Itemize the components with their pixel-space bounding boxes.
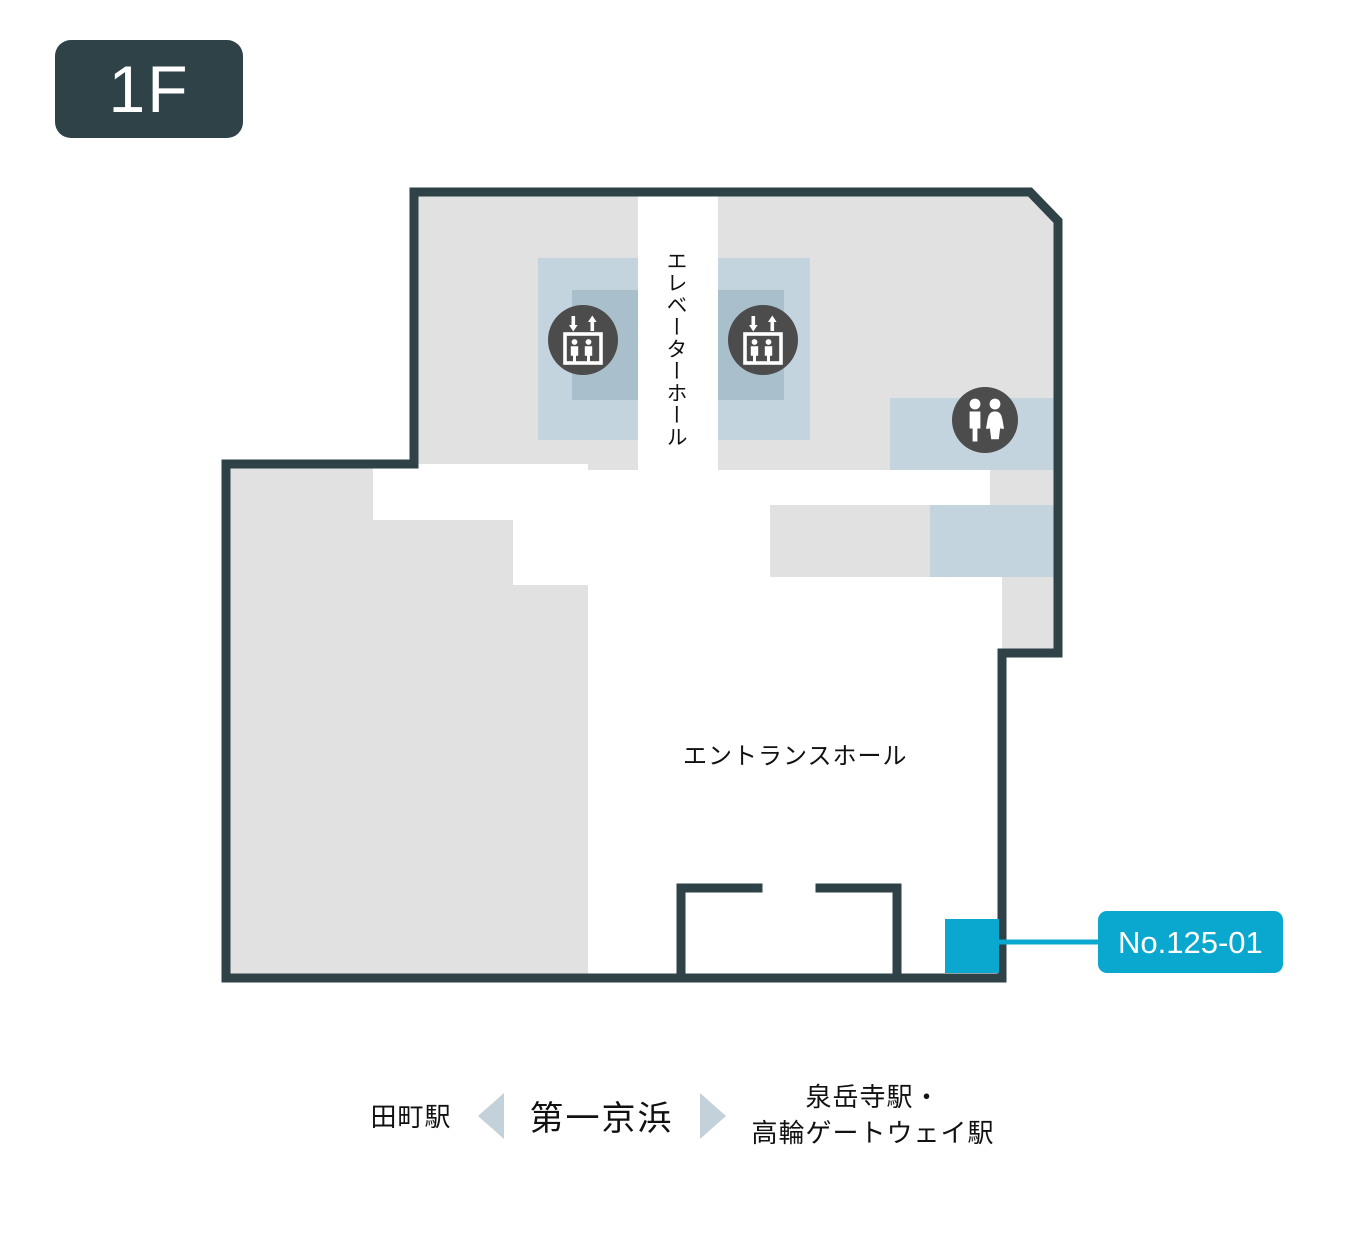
triangle-right-icon bbox=[699, 1092, 726, 1139]
street-name-label: 第一京浜 bbox=[529, 1100, 674, 1139]
entrance-vestibule-left bbox=[676, 883, 763, 983]
lower-centre-room bbox=[770, 505, 932, 577]
entrance-vestibules bbox=[676, 883, 902, 983]
entrance-hall-label: エントランスホール bbox=[683, 743, 908, 770]
left-step-void-2 bbox=[513, 520, 588, 585]
triangle-left-icon bbox=[477, 1092, 504, 1139]
floor-plan-map[interactable]: エレベーターホール エントランスホール No.125-01 bbox=[0, 0, 1365, 1060]
room-marker-leader bbox=[945, 919, 1100, 973]
left-wing-room bbox=[230, 465, 588, 975]
room-number-label: No.125-01 bbox=[1118, 924, 1263, 960]
floor-badge-label: 1F bbox=[108, 52, 190, 126]
street-direction-caption: 田町駅 第一京浜 泉岳寺駅・ 高輪ゲートウェイ駅 bbox=[0, 1080, 1365, 1152]
station-right-line1: 泉岳寺駅・ bbox=[805, 1082, 941, 1112]
floor-badge: 1F bbox=[55, 40, 243, 138]
restroom-icon[interactable] bbox=[952, 387, 1018, 453]
corridor-void-right bbox=[930, 577, 1002, 657]
building-outline bbox=[221, 187, 1063, 983]
elevator-icon[interactable] bbox=[728, 305, 798, 375]
interior-room-blocks bbox=[230, 465, 932, 975]
elevator-hall-label: エレベーターホール bbox=[664, 250, 687, 448]
station-right-line2: 高輪ゲートウェイ駅 bbox=[751, 1117, 995, 1148]
elevator-hall-corridor bbox=[638, 192, 718, 482]
room-marker-square[interactable] bbox=[945, 919, 999, 973]
room-number-callout[interactable]: No.125-01 bbox=[1098, 911, 1283, 973]
station-left-label: 田町駅 bbox=[370, 1102, 452, 1133]
entrance-vestibule-right bbox=[815, 883, 902, 983]
elevator-icon[interactable] bbox=[548, 305, 618, 375]
station-right-label: 泉岳寺駅・ 高輪ゲートウェイ駅 bbox=[752, 1080, 995, 1152]
floor-plan-svg bbox=[221, 187, 1100, 983]
corridor-voids bbox=[373, 464, 1002, 978]
restroom-zone-lower bbox=[930, 505, 1058, 577]
